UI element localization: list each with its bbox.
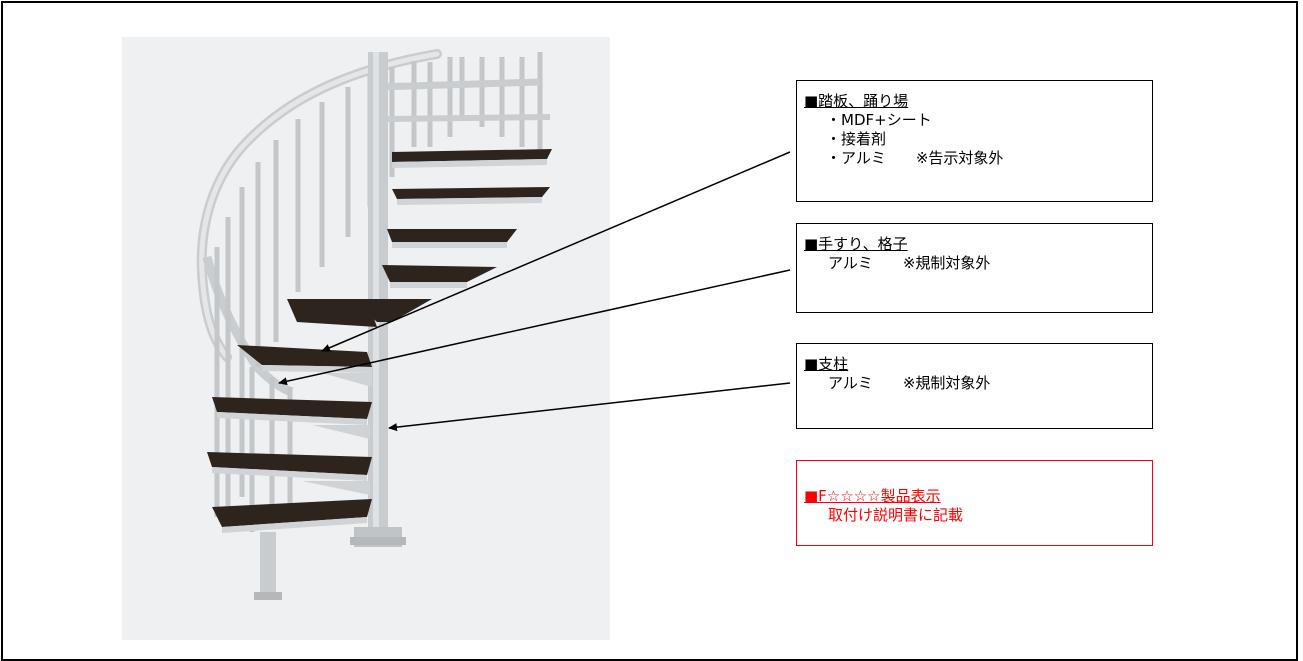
- column-label-box: ■支柱 アルミ ※規制対象外: [796, 343, 1153, 429]
- treads-title: ■踏板、踊り場: [804, 92, 909, 110]
- treads-material-2: ・接着剤: [826, 130, 887, 148]
- treads-material-3: ・アルミ ※告示対象外: [826, 149, 1004, 167]
- handrail-title: ■手すり、格子: [804, 235, 908, 253]
- handrail-label-box: ■手すり、格子 アルミ ※規制対象外: [796, 223, 1153, 313]
- column-title: ■支柱: [804, 355, 849, 373]
- fstar-note: 取付け説明書に記載: [828, 506, 964, 524]
- spiral-staircase-image: [122, 37, 610, 640]
- spiral-staircase-illustration: [196, 49, 552, 600]
- arrow-column: [388, 382, 791, 432]
- treads-label-box: ■踏板、踊り場 ・MDF+シート ・接着剤 ・アルミ ※告示対象外: [796, 80, 1153, 202]
- treads-material-1: ・MDF+シート: [826, 111, 932, 129]
- fstar-title: ■F☆☆☆☆製品表示: [804, 487, 941, 505]
- column-material: アルミ ※規制対象外: [828, 374, 991, 392]
- arrow-handrail: [278, 269, 791, 386]
- fstar-label-box: ■F☆☆☆☆製品表示 取付け説明書に記載: [796, 460, 1153, 546]
- handrail-material: アルミ ※規制対象外: [828, 254, 991, 272]
- arrow-treads: [321, 151, 791, 352]
